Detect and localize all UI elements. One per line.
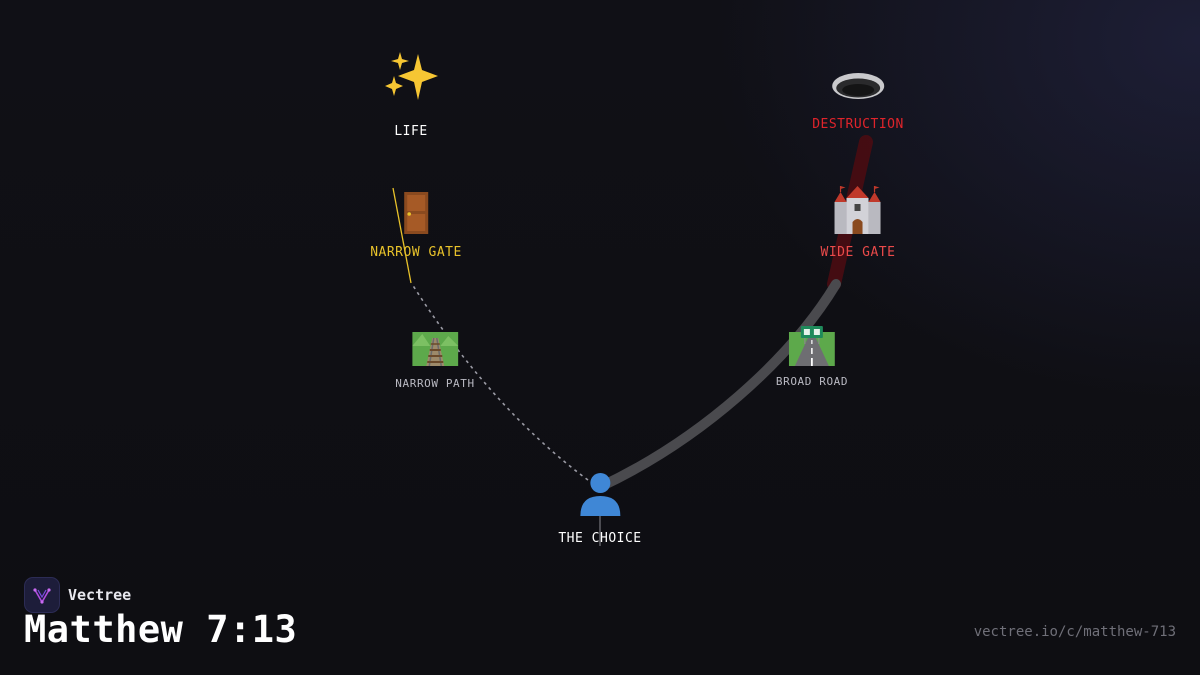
choice-label: THE CHOICE: [558, 531, 642, 546]
broad-road-label: BROAD ROAD: [775, 375, 849, 388]
narrow-gate-label: NARROW GATE: [370, 245, 462, 260]
broad-road-line: [595, 279, 841, 492]
narrow-gate-node: NARROW GATE: [370, 190, 462, 260]
narrow-gate-line: [392, 187, 412, 284]
railway-track-icon: [395, 332, 474, 369]
life-node: LIFE: [382, 50, 440, 139]
destruction-label: DESTRUCTION: [812, 117, 904, 132]
hole-icon: [812, 68, 904, 107]
motorway-icon: [776, 324, 848, 369]
narrow-path-label: NARROW PATH: [395, 377, 475, 390]
person-silhouette-icon: [558, 470, 641, 519]
source-url[interactable]: vectree.io/c/matthew-713: [973, 624, 1176, 640]
castle-icon: [821, 184, 896, 239]
choice-node: THE CHOICE: [558, 470, 641, 546]
wide-gate-label: WIDE GATE: [820, 245, 896, 260]
vectree-logo-icon: [24, 577, 60, 613]
brand: Vectree: [24, 577, 131, 613]
door-icon: [370, 190, 462, 239]
destruction-node: DESTRUCTION: [812, 68, 904, 132]
page-title: Matthew 7:13: [24, 608, 298, 651]
wide-gate-node: WIDE GATE: [821, 184, 896, 260]
sparkles-icon: [382, 50, 440, 112]
life-label: LIFE: [394, 124, 428, 139]
broad-road-node: BROAD ROAD: [776, 324, 848, 388]
brand-name: Vectree: [68, 586, 132, 604]
narrow-path-node: NARROW PATH: [395, 332, 474, 390]
